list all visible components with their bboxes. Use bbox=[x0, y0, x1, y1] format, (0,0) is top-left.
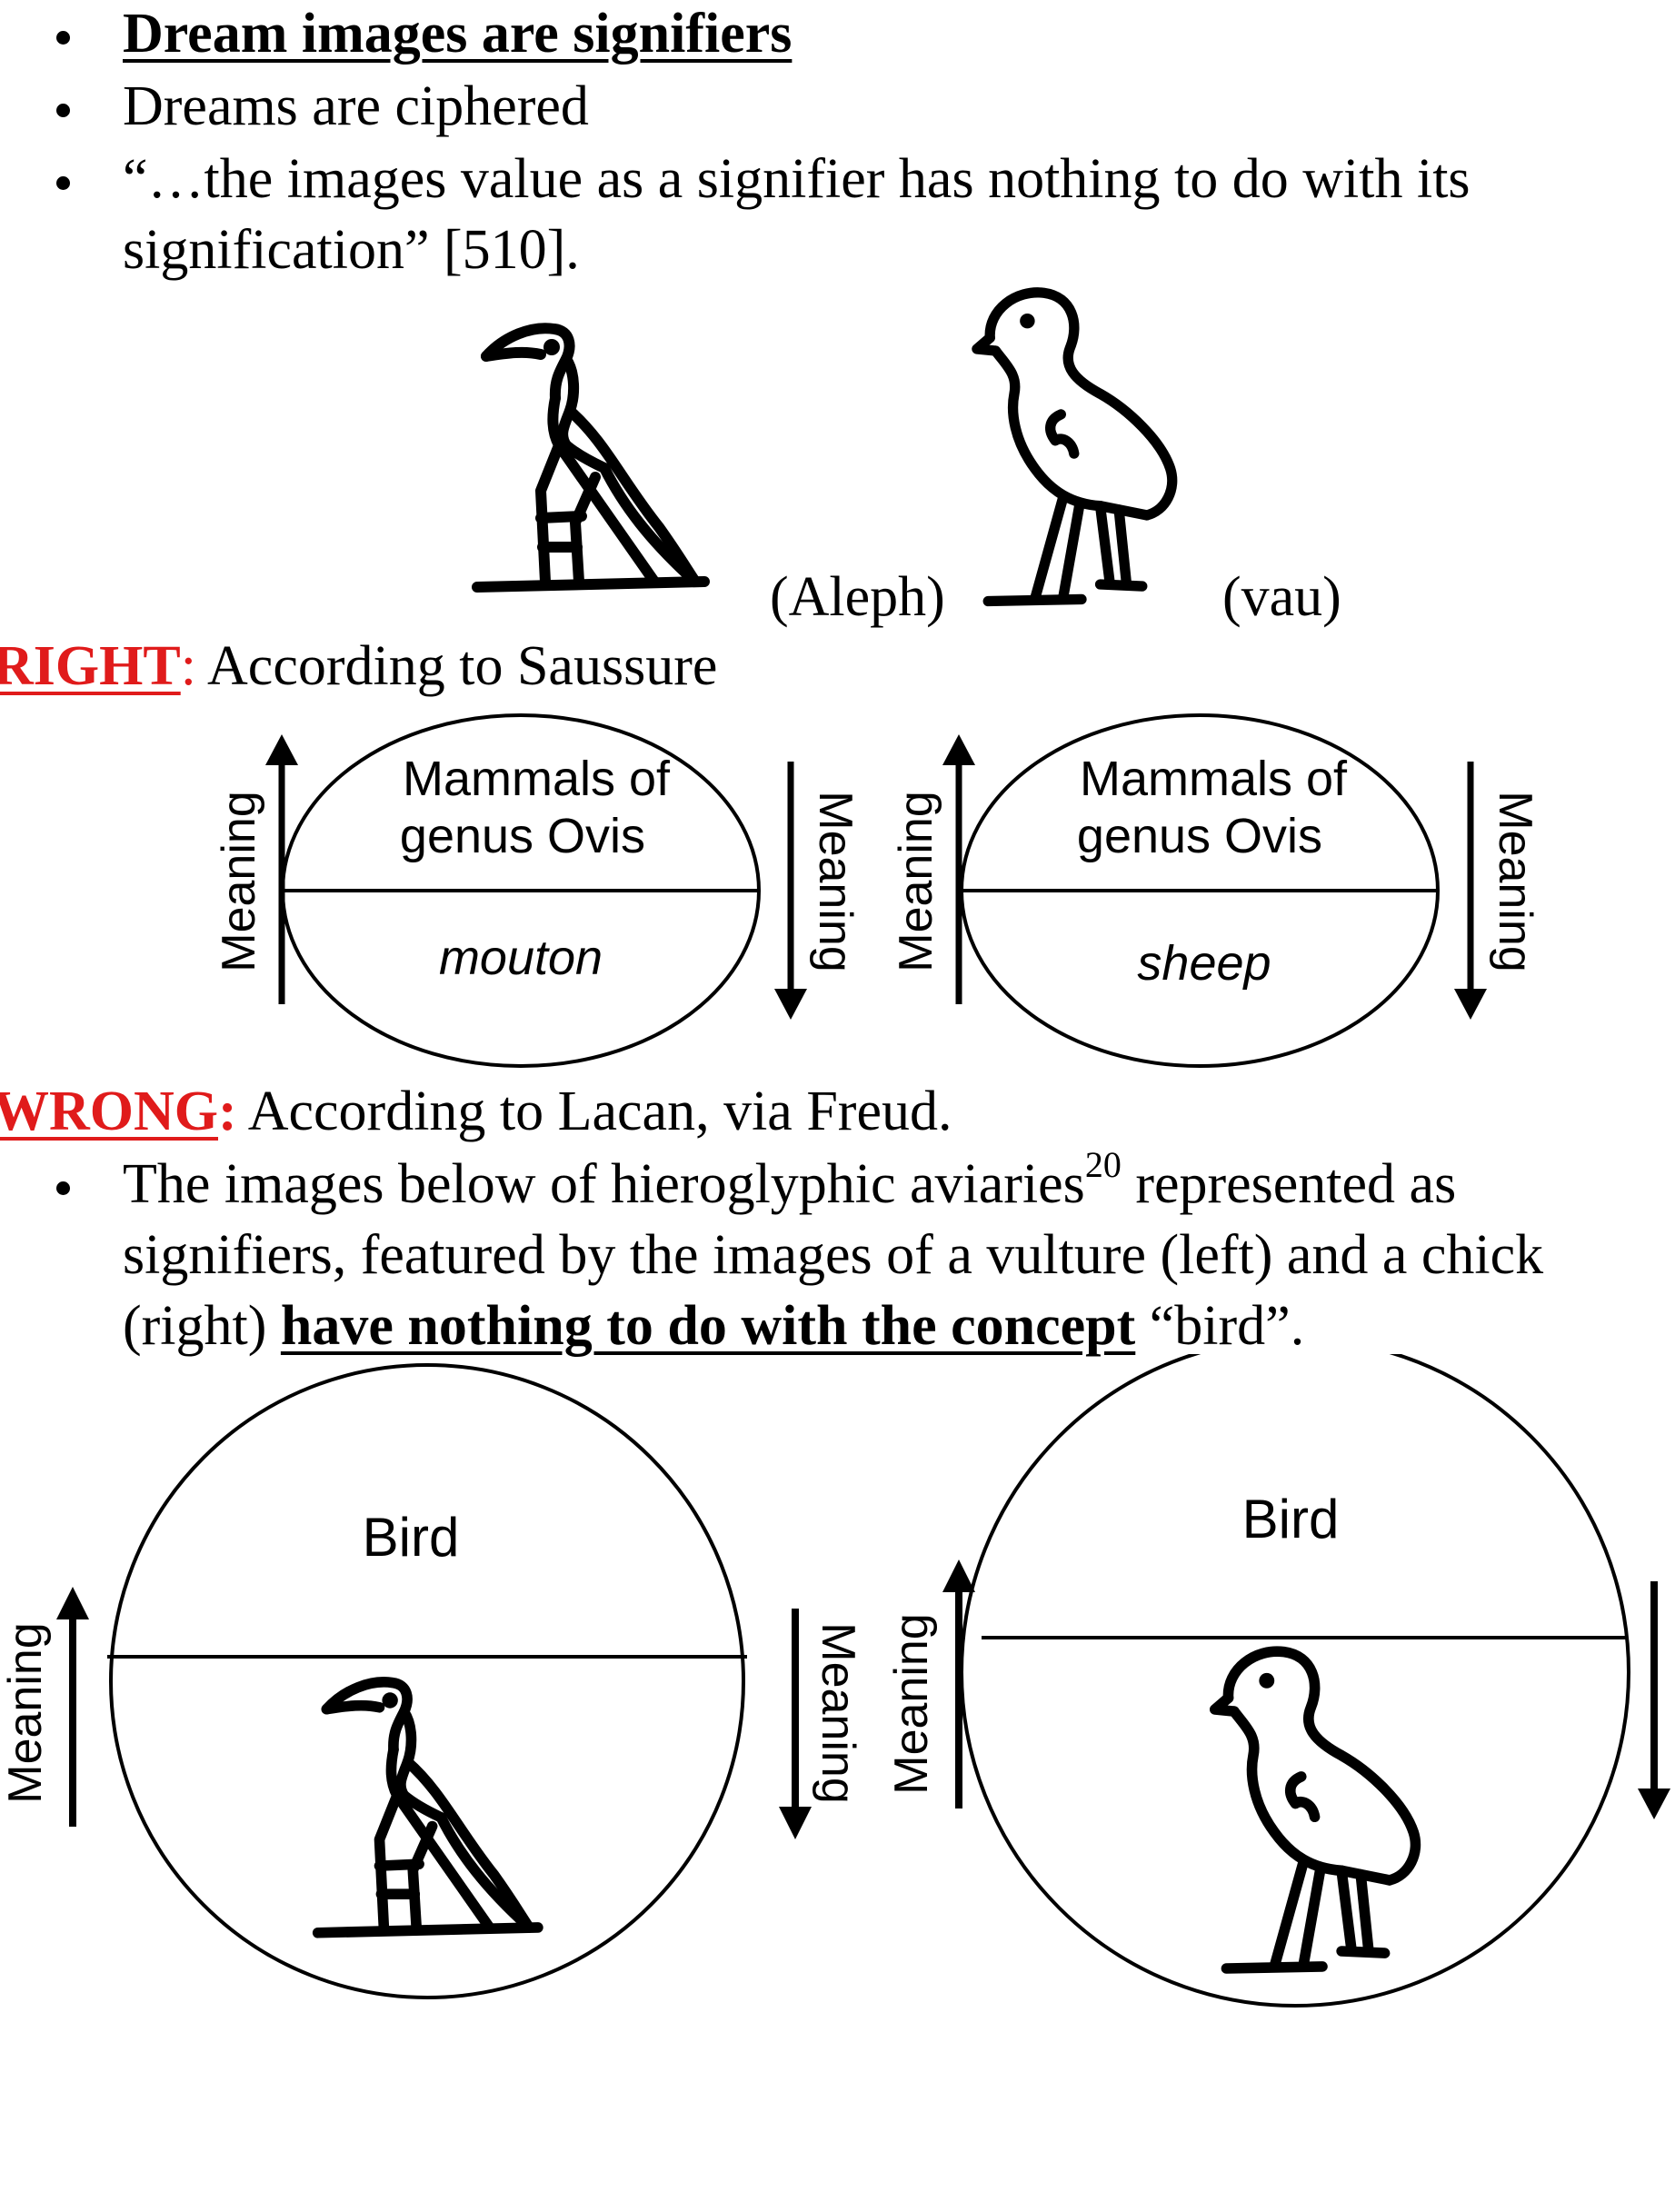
lacan-line1-a: The images below of hieroglyphic aviarie… bbox=[123, 1153, 1085, 1215]
aleph-label: (Aleph) bbox=[770, 562, 945, 633]
footnote-ref: 20 bbox=[1085, 1144, 1122, 1185]
concept-line1: Mammals of bbox=[1080, 752, 1348, 806]
bullet-dot bbox=[56, 31, 70, 45]
concept-line2: genus Ovis bbox=[400, 809, 645, 863]
meaning-label: Meaning bbox=[812, 1622, 864, 1803]
lacan-diagram: Meaning Meaning Bird Meaning Bird bbox=[0, 1354, 1675, 2045]
lacan-line3-a: (right) bbox=[123, 1295, 281, 1357]
vulture-icon bbox=[318, 1682, 538, 1933]
concept-bird: Bird bbox=[1242, 1489, 1340, 1549]
bullet-quote-line2: signification” [510]. bbox=[123, 214, 580, 285]
chick-icon bbox=[1215, 1651, 1416, 1968]
right-colon: : bbox=[181, 635, 196, 697]
vau-label: (vau) bbox=[1222, 562, 1341, 633]
bullet-quote-line1: “…the images value as a signifier has no… bbox=[123, 144, 1471, 214]
wrong-label: WRONG bbox=[0, 1081, 218, 1142]
meaning-label: Meaning bbox=[890, 791, 942, 971]
bullet-dreams-ciphered: Dreams are ciphered bbox=[123, 71, 589, 142]
lacan-line3-b: “bird”. bbox=[1135, 1295, 1304, 1357]
lacan-line3-bold: have nothing to do with the concept bbox=[281, 1295, 1135, 1357]
meaning-label: Meaning bbox=[809, 791, 862, 971]
lacan-sign-chick: Meaning Bird bbox=[885, 1354, 1670, 2006]
chick-vau-icon bbox=[968, 282, 1195, 618]
meaning-label: Meaning bbox=[885, 1613, 938, 1794]
meaning-label: Meaning bbox=[0, 1622, 52, 1803]
bullet-dot bbox=[56, 176, 70, 190]
lacan-sign-vulture: Meaning Meaning Bird bbox=[0, 1365, 864, 1998]
lacan-bullet-line1: The images below of hieroglyphic aviarie… bbox=[123, 1149, 1456, 1220]
word-sheep: sheep bbox=[1137, 936, 1271, 991]
saussure-sign-mouton: Meaning Meaning Mammals of genus Ovis mo… bbox=[213, 715, 862, 1066]
saussure-sign-sheep: Meaning Meaning Mammals of genus Ovis sh… bbox=[890, 715, 1541, 1066]
wrong-colon: : bbox=[218, 1081, 237, 1142]
lacan-bullet-line3: (right) have nothing to do with the conc… bbox=[123, 1290, 1304, 1361]
concept-line1: Mammals of bbox=[403, 752, 671, 806]
concept-line2: genus Ovis bbox=[1077, 809, 1322, 863]
wrong-heading: WRONG: According to Lacan, via Freud. bbox=[0, 1076, 952, 1147]
right-text: According to Saussure bbox=[196, 635, 717, 697]
word-mouton: mouton bbox=[439, 931, 603, 985]
lacan-bullet-line2: signifiers, featured by the images of a … bbox=[123, 1220, 1543, 1290]
right-label: RIGHT bbox=[0, 635, 181, 697]
vulture-aleph-icon bbox=[464, 309, 763, 618]
heading-dream-signifiers: Dream images are signifiers bbox=[123, 0, 792, 69]
saussure-diagram: Meaning Meaning Mammals of genus Ovis mo… bbox=[191, 700, 1554, 1072]
bullet-dot bbox=[56, 104, 70, 117]
lacan-line1-b: represented as bbox=[1122, 1153, 1456, 1215]
meaning-label: Meaning bbox=[213, 791, 265, 971]
bullet-dot bbox=[56, 1181, 70, 1195]
concept-bird: Bird bbox=[363, 1507, 460, 1568]
wrong-text: According to Lacan, via Freud. bbox=[237, 1081, 952, 1142]
right-heading: RIGHT: According to Saussure bbox=[0, 631, 717, 702]
meaning-label: Meaning bbox=[1489, 791, 1541, 971]
